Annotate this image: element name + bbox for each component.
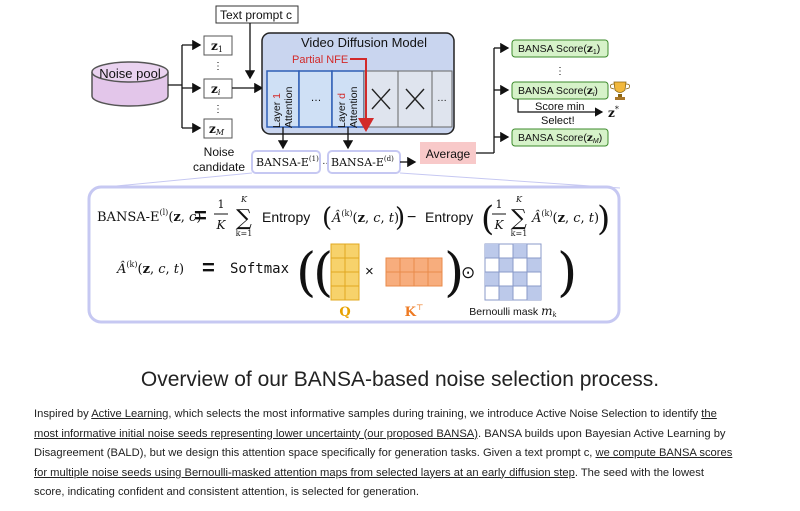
softmax-label: Softmax: [230, 261, 289, 277]
formula-minus: −: [407, 209, 416, 226]
svg-text:(: (: [296, 243, 316, 303]
layerd-label-b: Attention: [348, 86, 360, 128]
svg-text:1: 1: [218, 198, 225, 211]
paragraph-link[interactable]: we compute BANSA scores for multiple noi…: [34, 447, 733, 479]
paragraph-text: . The seed with the lowest score, indica…: [34, 466, 704, 499]
average-box: [420, 142, 476, 164]
paragraph-link[interactable]: Active Learning: [91, 408, 169, 420]
noise-candidate-label-2: candidate: [193, 160, 245, 174]
paragraph-link[interactable]: the most informative initial noise seeds…: [34, 408, 717, 440]
svg-text:): ): [597, 199, 610, 239]
svg-text:1: 1: [496, 198, 503, 211]
svg-text:): ): [444, 243, 464, 303]
svg-text:(: (: [313, 243, 333, 303]
svg-text:(: (: [481, 199, 494, 239]
layer-ellipsis: …: [311, 92, 322, 104]
svg-text:K: K: [494, 218, 505, 232]
formula-lhs: BANSA-E(l)(z, c): [97, 208, 201, 225]
a-hat-1: Â(k)(z, c, t): [331, 209, 399, 226]
trophy-icon: [610, 81, 630, 100]
description-paragraph: Inspired by Active Learning, which selec…: [34, 405, 734, 503]
paragraph-text: , which selects the most informative sam…: [168, 408, 702, 420]
sigma-2: ∑: [511, 206, 527, 231]
q-matrix: [330, 243, 360, 301]
select-label: Select!: [541, 115, 575, 127]
layer1-label-b: Attention: [283, 86, 295, 128]
average-label: Average: [426, 147, 471, 161]
noise-pool-label: Noise pool: [99, 66, 161, 81]
layer1-label-a: Layer 1: [271, 93, 283, 128]
svg-text:): ): [395, 203, 405, 233]
svg-text:K: K: [515, 195, 523, 204]
a-hat-2: Â(k)(z, c, t): [531, 209, 599, 226]
svg-text:k=1: k=1: [236, 229, 253, 238]
paragraph-text: Inspired by: [34, 408, 92, 420]
noise-pool: Noise pool: [91, 61, 169, 107]
q-label: Q: [339, 305, 350, 320]
score-zM: BANSA Score(zM): [518, 132, 602, 145]
noise-candidate-label-1: Noise: [204, 145, 235, 159]
vdm-title: Video Diffusion Model: [301, 35, 427, 50]
svg-text:⋮: ⋮: [213, 104, 223, 115]
bansa-ed: BANSA-E(d): [331, 155, 394, 169]
score-min-label: Score min: [535, 101, 585, 113]
bansa-e1: BANSA-E(1): [256, 155, 319, 169]
sigma-1: ∑: [236, 206, 252, 231]
paragraph-text: . BANSA builds upon Bayesian Active Lear…: [34, 427, 726, 460]
bansa-diagram: Text prompt c Noise pool z1 ⋮ zi ⋮ zM No…: [87, 5, 630, 324]
bernoulli-label: Bernoulli mask mk: [469, 304, 556, 319]
svg-text:⋮: ⋮: [213, 61, 223, 72]
tail-ellipsis: …: [437, 93, 447, 104]
svg-text:K: K: [216, 218, 227, 232]
noise-z1: z1: [211, 39, 223, 54]
svg-text:k=1: k=1: [511, 229, 528, 238]
score-z1: BANSA Score(z1): [518, 43, 600, 56]
svg-text:K: K: [240, 195, 248, 204]
bernoulli-mask: [484, 243, 542, 301]
noise-zi: zi: [211, 82, 221, 97]
odot-op: ⊙: [461, 263, 475, 282]
formula-eq-2: =: [202, 255, 215, 280]
partial-nfe-label: Partial NFE: [292, 54, 348, 66]
score-zi: BANSA Score(zi): [518, 85, 598, 98]
entropy-1: Entropy: [262, 209, 310, 225]
entropy-2: Entropy: [425, 209, 473, 225]
layerd-label-a: Layer d: [336, 93, 348, 128]
figure-caption: Overview of our BANSA-based noise select…: [140, 368, 660, 391]
formula-eq: =: [194, 203, 207, 228]
svg-text:): ): [557, 243, 577, 303]
a-hat-lhs: Â(k)(z, c, t): [116, 260, 184, 277]
svg-text:⋮: ⋮: [555, 66, 565, 77]
z-star: z*: [608, 105, 619, 120]
svg-text:(: (: [322, 203, 332, 233]
kt-matrix: [385, 257, 443, 287]
text-prompt-label: Text prompt c: [220, 8, 292, 22]
times-op: ×: [365, 263, 374, 280]
